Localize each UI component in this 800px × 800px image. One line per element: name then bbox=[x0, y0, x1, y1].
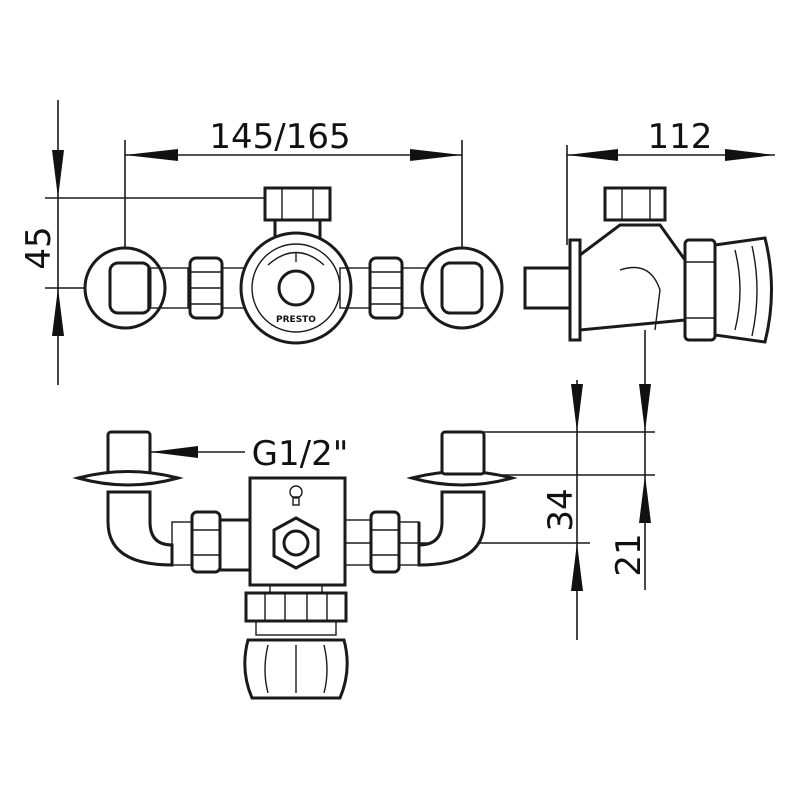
dimension-depth: 112 bbox=[566, 117, 775, 245]
dimension-depth-label: 112 bbox=[648, 117, 713, 157]
inlet-thread-label: G1/2" bbox=[252, 434, 349, 474]
left-union-nut bbox=[188, 256, 253, 320]
left-inlet bbox=[72, 430, 222, 574]
dimension-width: 145/165 bbox=[124, 117, 463, 300]
thermostatic-cartridge-body bbox=[218, 476, 349, 700]
right-wall-flange bbox=[420, 246, 504, 330]
right-union-nut bbox=[339, 256, 443, 320]
dimension-height-offset-label: 45 bbox=[19, 226, 59, 269]
dimension-width-label: 145/165 bbox=[209, 117, 350, 157]
brand-mark: PRESTO bbox=[276, 315, 316, 325]
plan-view-mixer: G1/2" bbox=[72, 430, 518, 700]
left-wall-flange bbox=[83, 246, 189, 330]
dimension-21-label: 21 bbox=[609, 533, 649, 576]
dimension-34-label: 34 bbox=[541, 488, 581, 531]
mixer-body: PRESTO bbox=[239, 186, 353, 345]
right-inlet bbox=[344, 430, 518, 574]
front-view-mixer: PRESTO bbox=[83, 186, 504, 345]
side-view-mixer bbox=[523, 186, 773, 344]
dimension-outlet-heights: 34 21 bbox=[320, 330, 655, 640]
